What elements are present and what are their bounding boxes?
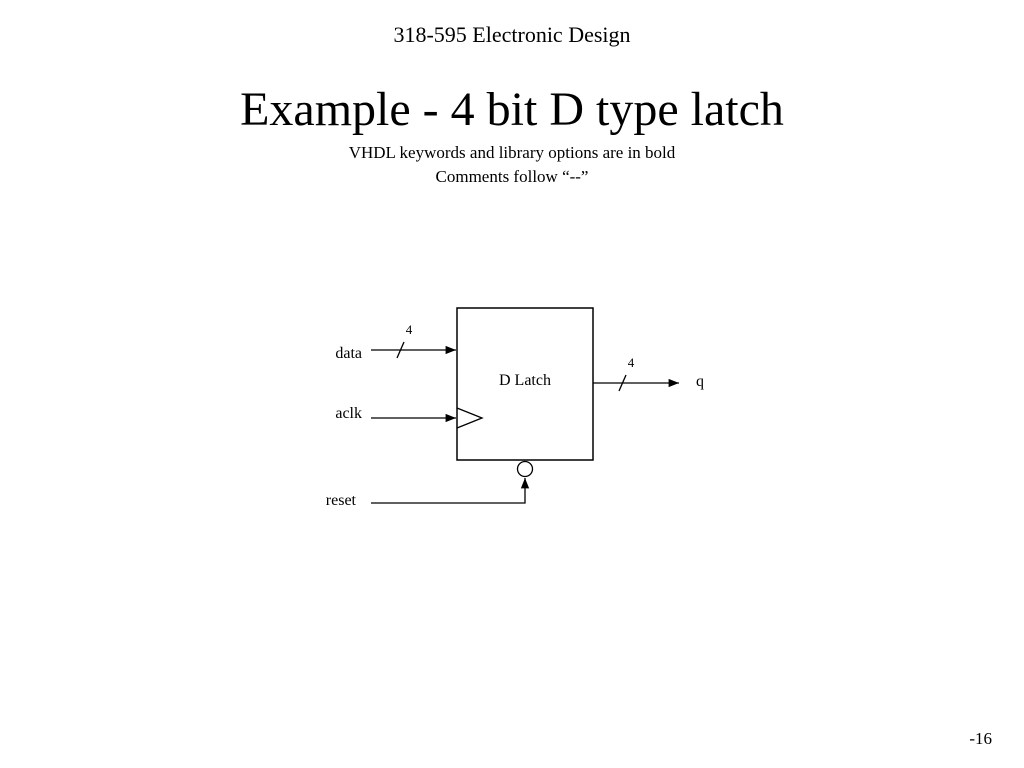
- reset-inversion-bubble: [516, 460, 534, 478]
- reset-input-wire: [371, 478, 530, 504]
- q-output-label: q: [696, 373, 704, 390]
- slide-title: Example - 4 bit D type latch: [240, 83, 784, 136]
- subtitle-comments: Comments follow “--”: [435, 167, 589, 186]
- clock-input-label: aclk: [335, 405, 362, 422]
- latch-block: [456, 307, 594, 461]
- q-bus-width: 4: [628, 355, 635, 370]
- clock-input-triangle: [456, 407, 484, 429]
- subtitle-keywords: VHDL keywords and library options are in…: [348, 143, 676, 162]
- q-bus-slash: [618, 374, 627, 392]
- latch-label: D Latch: [499, 372, 551, 389]
- data-bus-slash: [396, 341, 405, 359]
- data-bus-width: 4: [406, 322, 413, 337]
- page-number: -16: [969, 729, 992, 748]
- slide-header: 318-595 Electronic Design: [393, 22, 631, 47]
- data-input-label: data: [335, 345, 362, 362]
- reset-input-label: reset: [326, 492, 357, 509]
